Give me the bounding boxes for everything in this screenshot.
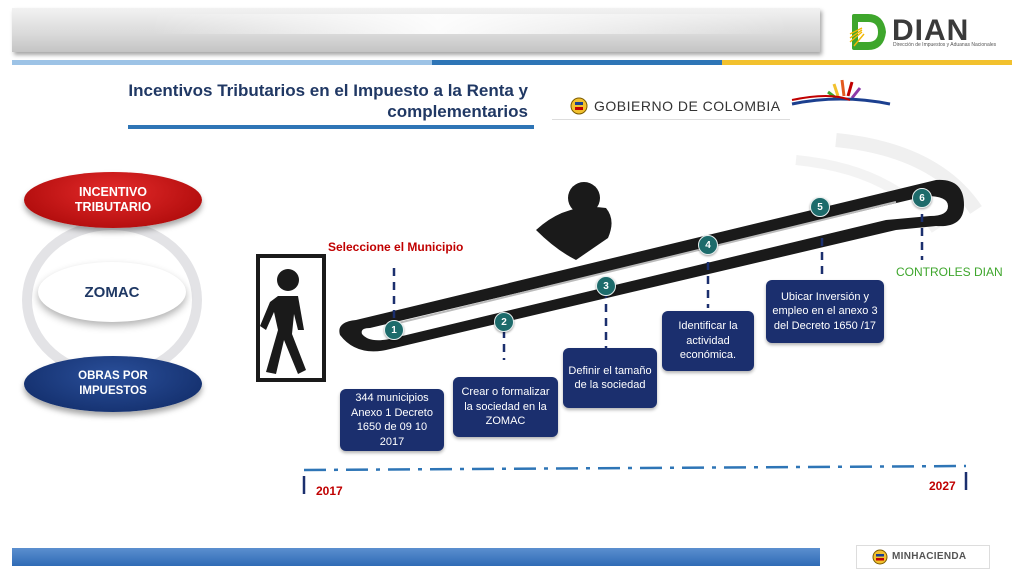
step-1-circle[interactable]: 1: [384, 320, 404, 340]
gobierno-label: GOBIERNO DE COLOMBIA: [594, 98, 781, 114]
top-color-stripe: [12, 60, 1012, 65]
step-5-box: Ubicar Inversión y empleo en el anexo 3 …: [766, 280, 884, 343]
step-4-circle[interactable]: 4: [698, 235, 718, 255]
page-title-line2: complementarios: [387, 102, 528, 121]
step-4-text: Identificar la actividad económica.: [678, 320, 738, 362]
zomac-label: ZOMAC: [84, 283, 140, 301]
title-underline: [128, 125, 534, 129]
step-3-box: Definir el tamaño de la sociedad: [563, 348, 657, 408]
dian-wordmark: DIAN: [892, 14, 970, 47]
bottom-banner: [12, 548, 820, 566]
step-2-box: Crear o formalizar la sociedad en la ZOM…: [453, 377, 558, 437]
dian-logo: [849, 14, 886, 50]
step-3-circle[interactable]: 3: [596, 276, 616, 296]
minhacienda-label: MINHACIENDA: [892, 551, 967, 562]
zomac-button[interactable]: ZOMAC: [38, 262, 186, 322]
select-municipality-label: Seleccione el Municipio: [328, 240, 464, 254]
colombia-shield-icon: [570, 97, 588, 115]
todos-por-un-nuevo-pais-logo: [791, 79, 891, 106]
end-year: 2027: [929, 479, 956, 493]
step-6-circle[interactable]: 6: [912, 188, 932, 208]
page-title: Incentivos Tributarios en el Impuesto a …: [128, 80, 528, 122]
step-5-text: Ubicar Inversión y empleo en el anexo 3 …: [772, 290, 878, 332]
step-2-text: Crear o formalizar la sociedad en la ZOM…: [461, 386, 550, 428]
step-4-box: Identificar la actividad económica.: [662, 311, 754, 371]
dian-subtitle: Dirección de Impuestos y Aduanas Naciona…: [893, 42, 997, 48]
obras-label-2: IMPUESTOS: [79, 385, 147, 397]
obras-label-1: OBRAS POR: [78, 370, 148, 382]
start-year: 2017: [316, 484, 343, 498]
step-3-text: Definir el tamaño de la sociedad: [568, 364, 652, 392]
page-title-line1: Incentivos Tributarios en el Impuesto a …: [128, 81, 528, 100]
obras-por-impuestos-button[interactable]: OBRAS POR IMPUESTOS: [24, 356, 202, 412]
gobierno-banner: [552, 92, 790, 120]
incentivo-tributario-button[interactable]: INCENTIVO TRIBUTARIO: [24, 172, 202, 228]
step-2-circle[interactable]: 2: [494, 312, 514, 332]
banner-shine: [150, 14, 790, 34]
step-1-text: 344 municipios Anexo 1 Decreto 1650 de 0…: [351, 392, 433, 448]
step-5-circle[interactable]: 5: [810, 197, 830, 217]
step-1-box: 344 municipios Anexo 1 Decreto 1650 de 0…: [340, 389, 444, 451]
incentivo-label-2: TRIBUTARIO: [74, 200, 152, 214]
incentivo-label-1: INCENTIVO: [78, 185, 148, 199]
dian-controls-label: CONTROLES DIAN: [896, 265, 1003, 279]
escalator-illustration: [240, 133, 982, 494]
minhacienda-shield-icon: [872, 549, 888, 565]
